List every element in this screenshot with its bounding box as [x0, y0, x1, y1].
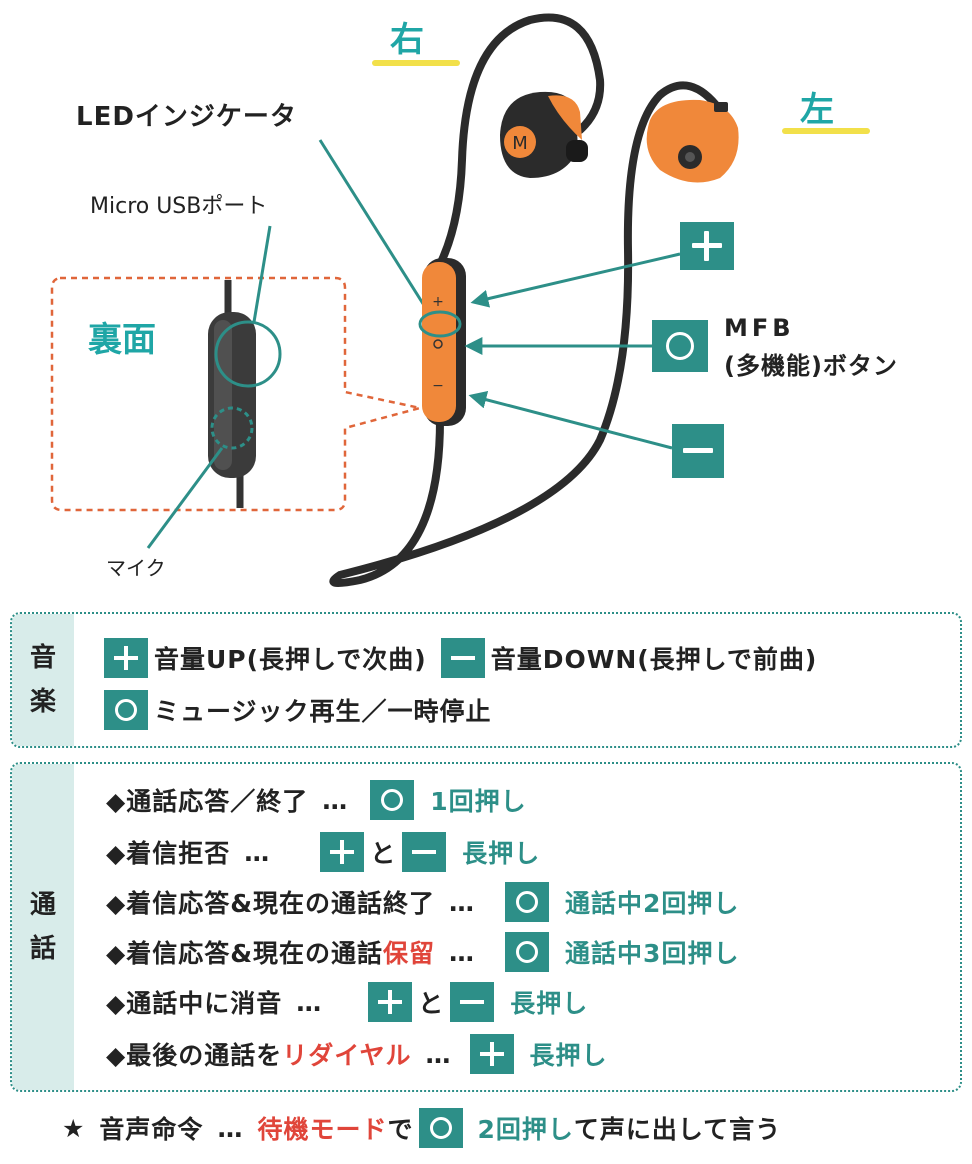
earphone-illustration: M + − [50, 13, 739, 588]
usb-leader [252, 225, 272, 323]
plus-icon [469, 1034, 514, 1074]
call-row-reject: ◆着信拒否 … と 長押し [106, 832, 540, 872]
back-remote-shade [214, 320, 232, 470]
led-leader [318, 139, 434, 319]
call-row-answer-and-hold: ◆着信応答&現在の通話 保留 … 通話中3回押し [106, 932, 739, 972]
mic-label: マイク [106, 556, 166, 580]
circle-icon [505, 932, 550, 972]
plus-arrow [470, 252, 681, 308]
mfb-label-line2: (多機能)ボタン [724, 352, 898, 380]
call-row-answer-end: ◆通話応答／終了 … 1回押し [106, 780, 527, 820]
call-row-redial: ◆最後の通話を リダイヤル … 長押し [106, 1034, 608, 1074]
mic-leader [146, 447, 224, 549]
star-icon: ★ [62, 1113, 86, 1143]
circle-icon [505, 882, 550, 922]
left-label: 左 [800, 90, 835, 130]
voice-command-row: ★ 音声命令 … 待機モード で 2回押し て声に出して言う [62, 1108, 781, 1148]
usb-port-ring [214, 320, 282, 388]
play-pause-text: ミュージック再生／一時停止 [154, 697, 492, 726]
plus-icon [104, 638, 148, 678]
minus-icon [450, 982, 495, 1022]
led-indicator-ring [418, 310, 462, 338]
minus-icon [440, 638, 485, 678]
front-remote-body [422, 262, 456, 422]
call-side-label: 通 話 [12, 764, 74, 1090]
neck-cable [329, 81, 724, 588]
circle-icon [104, 690, 148, 730]
right-underline [372, 60, 460, 66]
right-label: 右 [390, 20, 425, 60]
mic-ring [210, 406, 254, 450]
minus-arrow [468, 390, 673, 450]
svg-text:M: M [512, 133, 528, 154]
remote-mfb-mark [433, 339, 443, 349]
circle-icon [419, 1108, 464, 1148]
plus-key [680, 222, 734, 270]
minus-icon [402, 832, 447, 872]
back-side-label: 裏面 [88, 320, 156, 360]
circle-icon [370, 780, 415, 820]
mfb-label-line1: MFB [724, 314, 795, 342]
plus-icon [368, 982, 413, 1022]
music-side-label: 音 楽 [12, 614, 74, 746]
music-panel: 音 楽 音量UP(長押しで次曲) 音量DOWN(長押しで前曲) ミュージック再生… [10, 612, 962, 748]
micro-usb-label: Micro USBポート [90, 194, 268, 219]
music-row-1: 音量UP(長押しで次曲) 音量DOWN(長押しで前曲) [98, 638, 817, 678]
remote-minus-mark: − [432, 378, 444, 394]
plus-icon [320, 832, 365, 872]
right-earbud: M [500, 91, 588, 178]
call-row-answer-and-end: ◆着信応答&現在の通話終了 … 通話中2回押し [106, 882, 739, 922]
earphone-diagram: M + − 右 左 LEDインジケータ Micro USBポート [50, 13, 898, 588]
mfb-key [652, 320, 708, 372]
right-ear-hook [438, 13, 605, 264]
left-underline [782, 128, 870, 134]
music-row-2: ミュージック再生／一時停止 [98, 690, 492, 730]
volume-down-text: 音量DOWN(長押しで前曲) [490, 645, 818, 674]
led-indicator-label: LEDインジケータ [76, 102, 297, 132]
call-panel: 通 話 ◆通話応答／終了 … 1回押し ◆着信拒否 … と 長押し ◆着信応答&… [10, 762, 962, 1092]
minus-key [672, 424, 724, 478]
call-row-mute: ◆通話中に消音 … と 長押し [106, 982, 588, 1022]
remote-plus-mark: + [432, 294, 444, 310]
back-callout-frame [50, 276, 421, 512]
volume-up-text: 音量UP(長押しで次曲) [154, 645, 427, 674]
left-earbud [646, 99, 739, 183]
